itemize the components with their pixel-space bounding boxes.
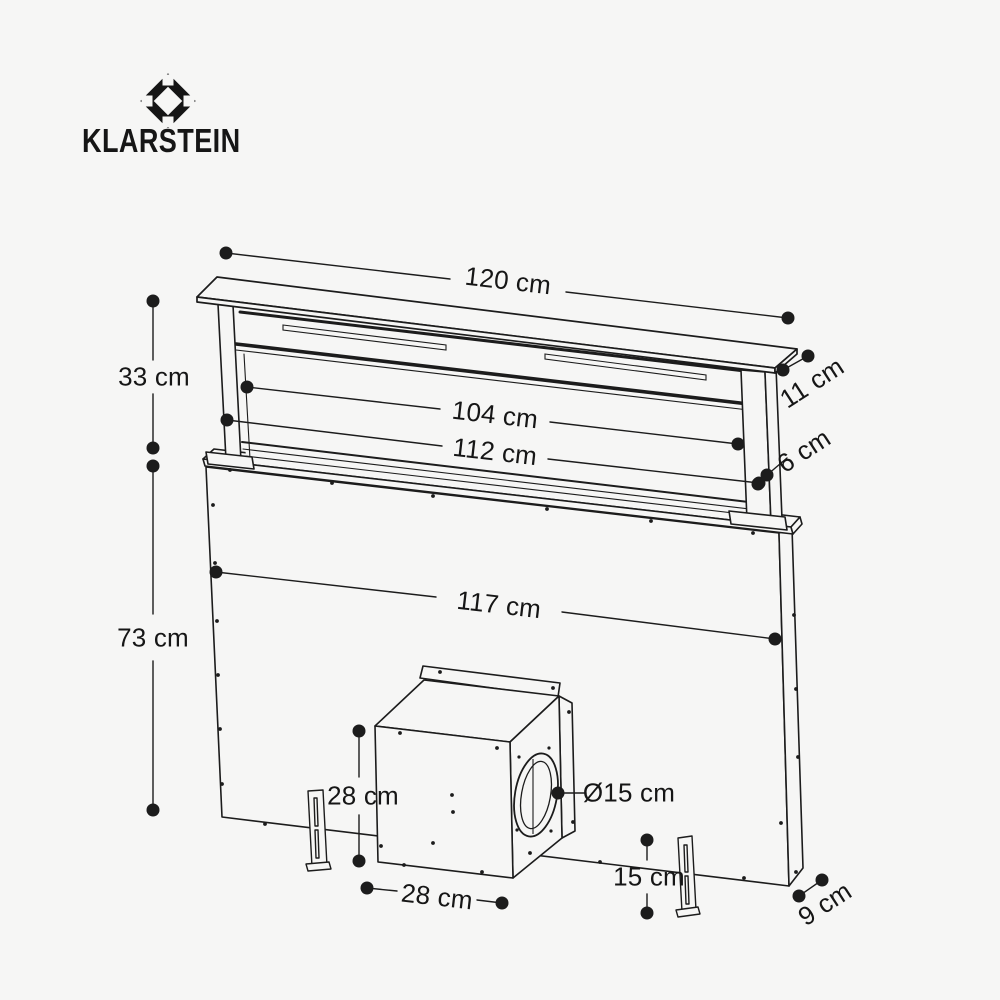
klarstein-logo: KLARSTEIN	[80, 60, 300, 160]
dimension-dots	[146, 246, 829, 920]
motor-box	[374, 665, 576, 879]
dim-label-motor-box-height: 28 cm	[327, 780, 399, 811]
dim-label-back-panel-height: 73 cm	[117, 622, 189, 653]
klarstein-logo-icon	[140, 73, 196, 128]
screw-dots	[211, 468, 800, 880]
dimension-lines	[152, 252, 823, 914]
wall-brackets	[305, 789, 701, 918]
dim-label-hood-height: 33 cm	[118, 361, 190, 392]
dim-label-duct-diameter: Ø15 cm	[582, 777, 676, 808]
top-lip	[196, 276, 798, 374]
hood-panel	[234, 310, 764, 518]
dim-label-bracket-height: 15 cm	[613, 861, 685, 892]
brand-name: KLARSTEIN	[82, 122, 241, 159]
